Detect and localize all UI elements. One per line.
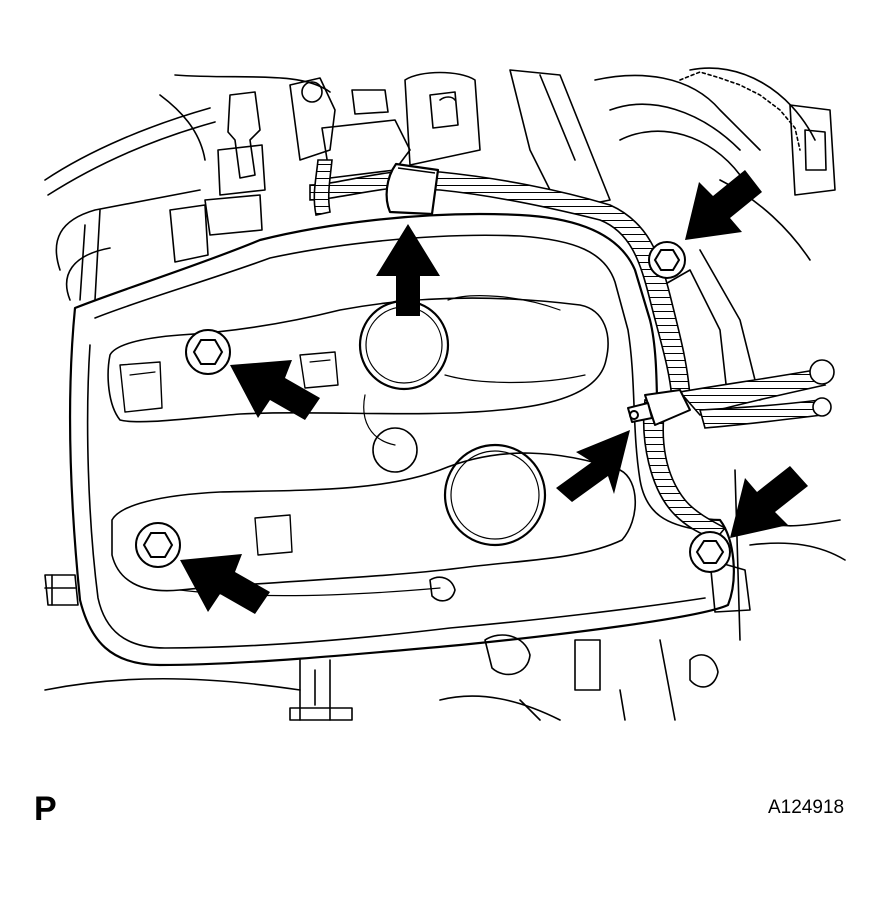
background-components [44, 67, 846, 721]
bolts [135, 241, 731, 573]
arrow-harness-clamp-top [376, 224, 440, 316]
bolt [648, 241, 686, 279]
arrow-harness-clip-right [556, 430, 630, 502]
arrow-bolt-lower-left [180, 554, 270, 614]
wire-harness-clip [627, 389, 691, 426]
arrow-bolt-upper-left [230, 360, 320, 420]
bolt [689, 531, 731, 573]
arrow-bolt-lower-right [730, 466, 808, 538]
callout-arrows [180, 170, 808, 614]
wire-harness-clamp [385, 162, 440, 216]
figure-reference-code: A124918 [768, 797, 845, 818]
bolt [185, 329, 231, 375]
bolt [135, 522, 181, 568]
arrow-bolt-upper-right [685, 170, 762, 240]
view-code-label: P [34, 790, 57, 828]
